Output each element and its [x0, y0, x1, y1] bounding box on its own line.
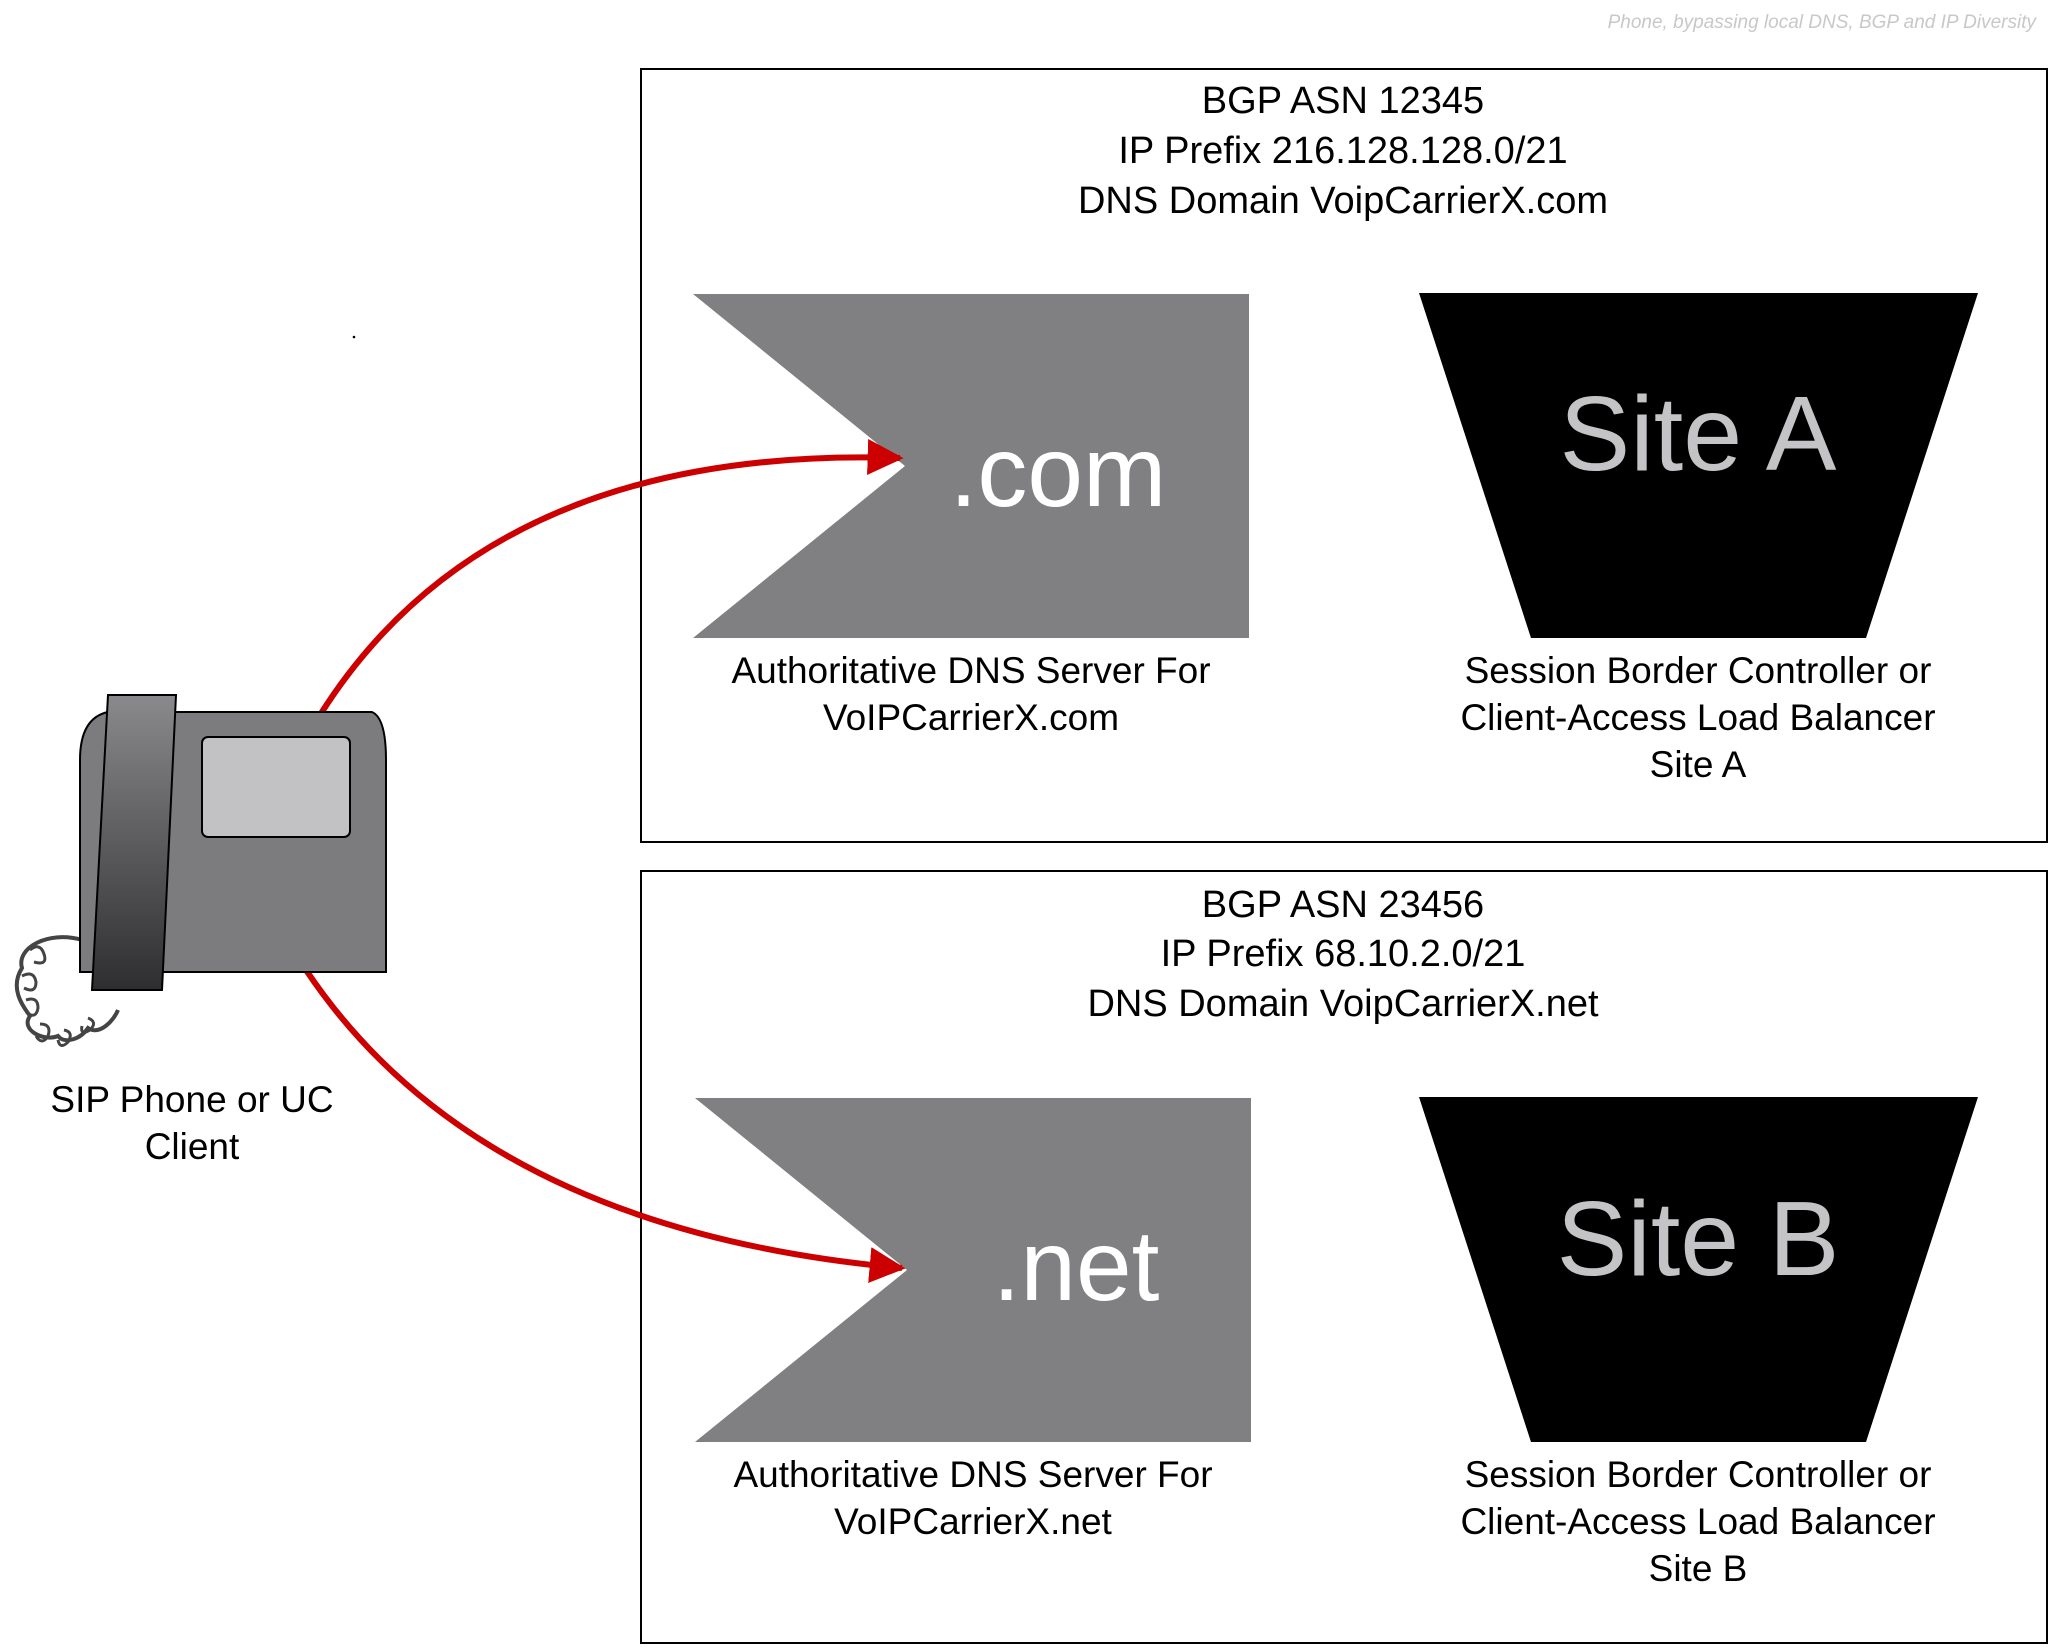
dns-server-icon: [695, 1098, 1251, 1442]
dns-server-net: .net: [695, 1098, 1251, 1442]
sbc-label: Client-Access Load Balancer: [1460, 697, 1935, 738]
carrier-box-border: [640, 870, 2048, 1644]
carrier-header-prefix: IP Prefix 68.10.2.0/21: [1161, 933, 1526, 975]
watermark: Phone, bypassing local DNS, BGP and IP D…: [1608, 12, 2038, 33]
sbc-site-name: Site B: [1557, 1180, 1840, 1298]
dns-server-tld: .com: [950, 416, 1167, 528]
sbc-icon: [1419, 1097, 1978, 1442]
carrier-box-border: [640, 68, 2048, 843]
arrow-to-dns-net: [303, 968, 906, 1284]
dns-server-label: Authoritative DNS Server For: [731, 650, 1210, 691]
sbc-label: Site B: [1649, 1548, 1748, 1589]
sbc-icon: [1419, 293, 1978, 638]
sbc-site-b: Site B: [1419, 1097, 1978, 1442]
phone-label: Client: [145, 1126, 240, 1167]
carrier-box-net: BGP ASN 23456 IP Prefix 68.10.2.0/21 DNS…: [640, 870, 2048, 1644]
carrier-header-domain: DNS Domain VoipCarrierX.net: [1087, 983, 1599, 1025]
dns-server-label: Authoritative DNS Server For: [733, 1454, 1212, 1495]
sbc-site-a: Site A: [1419, 293, 1978, 638]
sbc-label: Session Border Controller or: [1465, 1454, 1932, 1495]
phone-label: SIP Phone or UC: [50, 1079, 333, 1120]
sip-phone-icon: [14, 694, 387, 1047]
carrier-header-asn: BGP ASN 23456: [1202, 884, 1484, 926]
dns-server-label: VoIPCarrierX.com: [823, 697, 1119, 738]
carrier-header-domain: DNS Domain VoipCarrierX.com: [1078, 180, 1608, 222]
dns-server-label: VoIPCarrierX.net: [834, 1501, 1112, 1542]
phone-handset: [90, 694, 178, 991]
carrier-header-asn: BGP ASN 12345: [1202, 80, 1484, 122]
phone-screen: [201, 736, 351, 838]
dns-server-com: .com: [693, 294, 1249, 638]
carrier-header-prefix: IP Prefix 216.128.128.0/21: [1118, 130, 1567, 172]
sbc-label: Site A: [1650, 744, 1747, 785]
sbc-label: Session Border Controller or: [1465, 650, 1932, 691]
phone-cord-coils: [21, 945, 95, 1047]
carrier-box-com: BGP ASN 12345 IP Prefix 216.128.128.0/21…: [640, 68, 2048, 843]
dns-server-tld: .net: [993, 1210, 1160, 1322]
sbc-site-name: Site A: [1560, 375, 1837, 493]
sbc-label: Client-Access Load Balancer: [1460, 1501, 1935, 1542]
arrow-to-dns-com: [317, 438, 904, 717]
dns-server-icon: [693, 294, 1249, 638]
stray-dot: [352, 335, 356, 339]
